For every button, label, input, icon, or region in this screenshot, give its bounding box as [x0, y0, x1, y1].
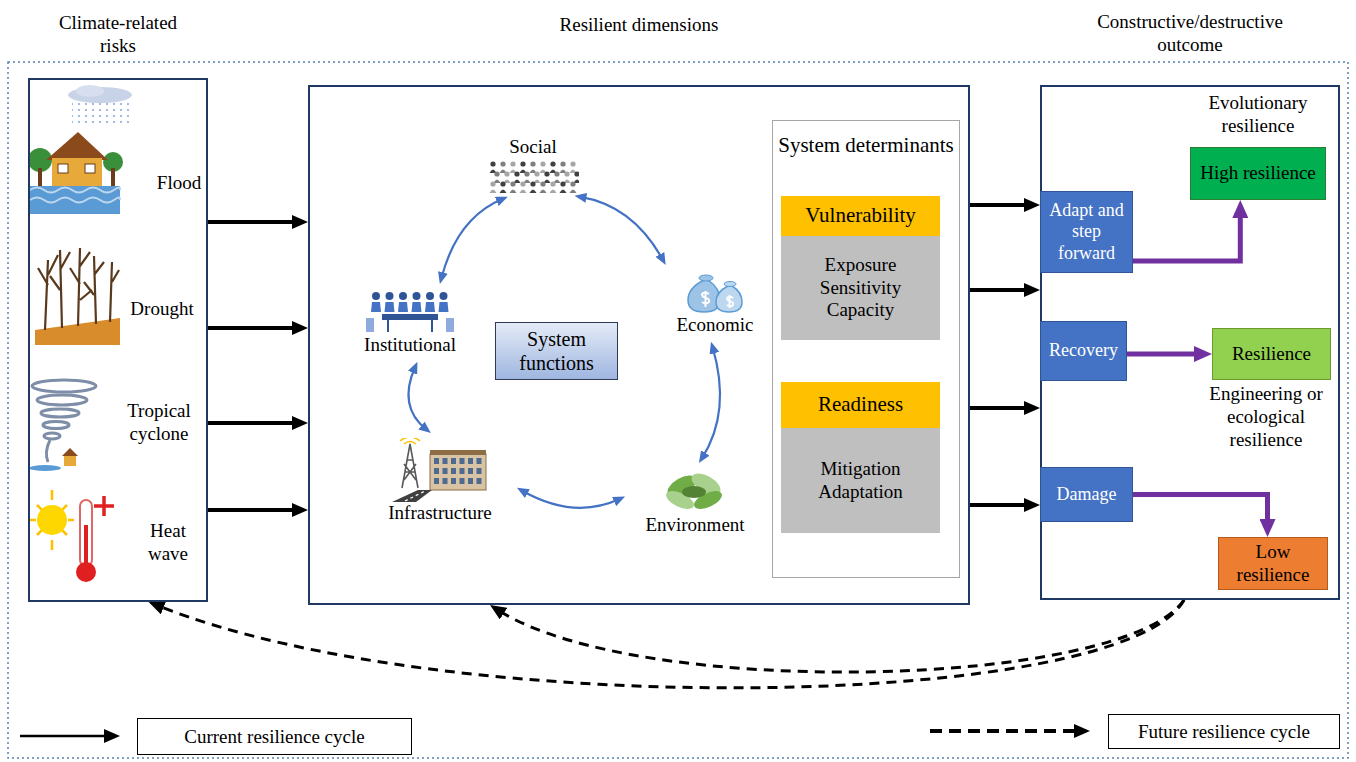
- determinant-heading: Readiness: [781, 382, 940, 428]
- node-text: Vulnerability: [805, 203, 916, 228]
- node-text: Resilience: [1232, 343, 1311, 366]
- determinant-panel: System determinantsVulnerabilityExposure…: [772, 120, 960, 578]
- function-box: System functions: [495, 322, 618, 380]
- interaction-arrow: [702, 348, 720, 459]
- flow-arrow: [970, 503, 1030, 507]
- dimension-node: Infrastructure: [368, 438, 512, 525]
- flow-arrow: [208, 421, 298, 425]
- flow-arrow: [970, 288, 1030, 292]
- node-text: System determinants: [778, 133, 954, 158]
- legend-text: Current resilience cycle: [184, 726, 364, 748]
- panel-heading: Climate-related risks: [43, 12, 193, 58]
- resilience-level: High resilience: [1190, 147, 1326, 200]
- determinant-list: Exposure Sensitivity Capacity: [781, 236, 940, 340]
- future-cycle-arrow: [158, 600, 1184, 688]
- flow-arrow: [970, 406, 1030, 410]
- dimension-node: Social: [483, 136, 583, 193]
- tornado-icon: [29, 380, 96, 471]
- money-icon: [682, 268, 748, 314]
- legend-text: Future resilience cycle: [1138, 721, 1310, 743]
- resilience-level: Low resilience: [1218, 537, 1328, 590]
- dimension-panel: Resilient dimensionsSocialEconomicEnviro…: [308, 85, 970, 605]
- determinant-heading: Vulnerability: [781, 196, 940, 236]
- panel-heading: Constructive/destructive outcome: [1070, 11, 1310, 57]
- node-text: Economic: [676, 314, 753, 337]
- node-text: Damage: [1057, 484, 1117, 506]
- heat-wave-icon: [30, 490, 114, 582]
- outcome-box: Adapt and step forward: [1040, 191, 1133, 273]
- hazard-label: Flood: [148, 172, 210, 195]
- legend-box: Current resilience cycle: [137, 718, 412, 755]
- leaf-icon: [658, 468, 732, 514]
- node-text: Infrastructure: [388, 502, 491, 525]
- hazard-label: Drought: [118, 298, 206, 321]
- drought-trees-icon: [35, 248, 120, 345]
- interaction-arrow: [522, 491, 619, 508]
- outcome-arrow: [1133, 210, 1240, 261]
- node-text: High resilience: [1200, 162, 1316, 185]
- inst-icon: [364, 288, 456, 334]
- outcome-box: Recovery: [1040, 321, 1127, 381]
- node-text: Institutional: [364, 334, 456, 357]
- node-text: Adapt and step forward: [1045, 200, 1128, 265]
- flow-arrow: [970, 203, 1030, 207]
- interaction-arrow: [441, 199, 502, 278]
- dimension-node: Institutional: [345, 288, 475, 357]
- outcome-arrow: [1127, 352, 1202, 357]
- node-text: Mitigation Adaptation: [806, 458, 916, 504]
- flow-arrow: [208, 508, 298, 512]
- interaction-arrow: [408, 367, 426, 429]
- future-cycle-arrow: [499, 600, 1185, 672]
- rain-cloud-icon: [68, 85, 132, 123]
- hazard-label: Heat wave: [132, 520, 204, 566]
- interaction-arrow: [580, 197, 662, 260]
- node-text: Exposure Sensitivity Capacity: [801, 254, 921, 322]
- outcome-panel: Constructive/destructive outcomeAdapt an…: [1040, 85, 1340, 600]
- panel-heading: Resilient dimensions: [439, 14, 839, 37]
- dimension-node: Environment: [630, 468, 760, 537]
- dimension-node: Economic: [665, 268, 765, 337]
- flooded-house-icon: [28, 132, 123, 214]
- resilience-type-label: Engineering or ecological resilience: [1196, 383, 1336, 451]
- node-text: Low resilience: [1225, 541, 1321, 587]
- node-text: Readiness: [818, 392, 903, 417]
- node-text: System functions: [496, 327, 617, 375]
- outcome-box: Damage: [1040, 467, 1133, 522]
- hazard-label: Tropical cyclone: [112, 400, 206, 446]
- resilience-type-label: Evolutionary resilience: [1188, 92, 1328, 138]
- resilience-level: Resilience: [1212, 328, 1331, 380]
- node-text: Recovery: [1049, 340, 1118, 362]
- social-icon: [487, 159, 579, 193]
- flow-arrow: [208, 326, 298, 330]
- determinant-list: Mitigation Adaptation: [781, 428, 940, 533]
- infra-icon: [388, 438, 492, 502]
- outer-frame: [8, 62, 1348, 758]
- outcome-arrow: [1133, 495, 1268, 528]
- node-text: Environment: [645, 514, 744, 537]
- node-text: Social: [509, 136, 557, 159]
- legend-box: Future resilience cycle: [1108, 714, 1340, 749]
- flow-arrow: [208, 220, 298, 224]
